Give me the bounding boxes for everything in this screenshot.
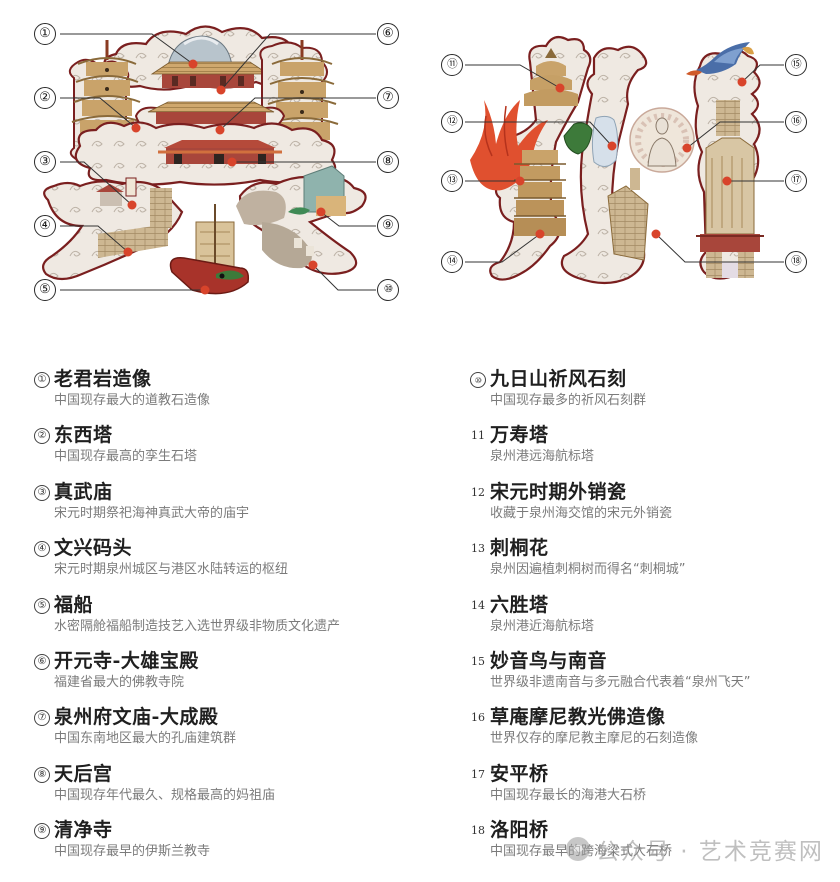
legend-description: 中国东南地区最大的孔庙建筑群	[54, 731, 237, 747]
legend-description: 收藏于泉州海交馆的宋元外销瓷	[490, 505, 673, 521]
legend-description: 水密隔舱福船制造技艺入选世界级非物质文化遗产	[54, 618, 341, 634]
callout-3: ③	[34, 151, 56, 173]
legend-title: 泉州府文庙-大成殿	[54, 706, 219, 729]
legend-title: 宋元时期外销瓷	[490, 480, 627, 503]
callout-14: ⑭	[441, 251, 463, 273]
legend-title: 老君岩造像	[54, 368, 152, 390]
callout-12: ⑫	[441, 111, 463, 133]
legend-number: 16	[471, 711, 485, 725]
callout-11: ⑪	[441, 54, 463, 76]
east-pagoda	[256, 40, 339, 157]
callout-17: ⑰	[785, 170, 807, 192]
illustration-area: ① ② ③ ④ ⑤ ⑥ ⑦ ⑧ ⑨ ⑩ ⑪ ⑫ ⑬ ⑭ ⑮ ⑯ ⑰ ⑱	[0, 0, 840, 330]
legend-number: 15	[471, 654, 485, 668]
zhou-character-artwork	[470, 35, 764, 285]
legend-title: 天后宫	[54, 762, 113, 785]
callout-5: ⑤	[34, 279, 56, 301]
legend-title: 开元寺-大雄宝殿	[54, 649, 199, 672]
quanzhou-collage	[42, 25, 784, 295]
callout-2: ②	[34, 87, 56, 109]
legend-number: 17	[471, 767, 485, 781]
legend-title: 安平桥	[490, 762, 549, 785]
legend-title: 洛阳桥	[490, 819, 549, 842]
erythrina-flower	[470, 100, 548, 191]
legend-number: 13	[471, 542, 485, 556]
legend-title: 万寿塔	[490, 424, 549, 447]
legend-description: 中国现存最早的跨海梁式大石桥	[490, 844, 673, 860]
legend-description: 中国现存最高的孪生石塔	[54, 449, 198, 465]
legend-number: ③	[34, 484, 50, 501]
legend-title: 东西塔	[54, 424, 113, 447]
legend-title: 文兴码头	[54, 537, 133, 560]
legend-number: ⑩	[470, 372, 486, 388]
legend-title: 草庵摩尼教光佛造像	[490, 706, 666, 729]
callout-4: ④	[34, 215, 56, 237]
legend-title: 清净寺	[54, 819, 113, 842]
callout-6: ⑥	[377, 23, 399, 45]
legend-description: 世界仅存的摩尼教主摩尼的石刻造像	[490, 731, 699, 747]
legend-number: ⑤	[34, 597, 50, 614]
callout-8: ⑧	[377, 151, 399, 173]
legend-number: ⑦	[34, 710, 50, 727]
legend-description: 中国现存最大的道教石造像	[54, 393, 211, 408]
callout-16: ⑯	[785, 111, 807, 133]
callout-15: ⑮	[785, 54, 807, 76]
callout-18: ⑱	[785, 251, 807, 273]
legend-description: 宋元时期祭祀海神真武大帝的庙宇	[54, 505, 250, 521]
legend-number: ①	[34, 372, 50, 388]
legend-number: ⑨	[34, 823, 50, 840]
legend-description: 世界级非遗南音与多元融合代表着“泉州飞天”	[490, 674, 751, 690]
legend-number: 14	[471, 598, 485, 612]
legend-title: 刺桐花	[490, 537, 549, 560]
legend-title: 福船	[54, 593, 94, 616]
legend-number: ⑧	[34, 766, 50, 783]
legend-description: 泉州港近海航标塔	[490, 618, 595, 634]
legend-number: 12	[471, 485, 485, 499]
legend-number: ②	[34, 428, 50, 445]
legend-description: 中国现存最多的祈风石刻群	[490, 393, 647, 408]
legend-description: 中国现存最早的伊斯兰教寺	[54, 844, 211, 860]
legend-description: 福建省最大的佛教寺院	[54, 674, 185, 690]
legend-title: 六胜塔	[490, 593, 549, 616]
legend-description: 中国现存最长的海港大石桥	[490, 787, 647, 803]
quan-character-artwork	[42, 25, 367, 295]
fu-boat	[169, 204, 250, 295]
legend-number: ⑥	[34, 653, 50, 670]
legend-title: 妙音鸟与南音	[490, 649, 608, 672]
legend-description: 宋元时期泉州城区与港区水陆转运的枢纽	[54, 562, 289, 578]
legend-description: 泉州港远海航标塔	[490, 449, 595, 465]
callout-10: ⑩	[377, 279, 399, 301]
legend-title: 真武庙	[54, 480, 113, 503]
callout-13: ⑬	[441, 170, 463, 192]
location-markers	[123, 59, 747, 295]
legend-description: 泉州因遍植刺桐树而得名“刺桐城”	[490, 562, 686, 578]
miaoyin-bird	[686, 42, 754, 76]
legend-number: ④	[34, 541, 50, 558]
legend-description: 中国现存年代最久、规格最高的妈祖庙	[54, 787, 276, 803]
callout-1: ①	[34, 23, 56, 45]
legend-number: 18	[471, 824, 485, 838]
legend-number: 11	[471, 429, 485, 443]
legend-title: 九日山祈风石刻	[490, 368, 627, 390]
callout-9: ⑨	[377, 215, 399, 237]
callout-7: ⑦	[377, 87, 399, 109]
leader-lines	[60, 33, 784, 291]
